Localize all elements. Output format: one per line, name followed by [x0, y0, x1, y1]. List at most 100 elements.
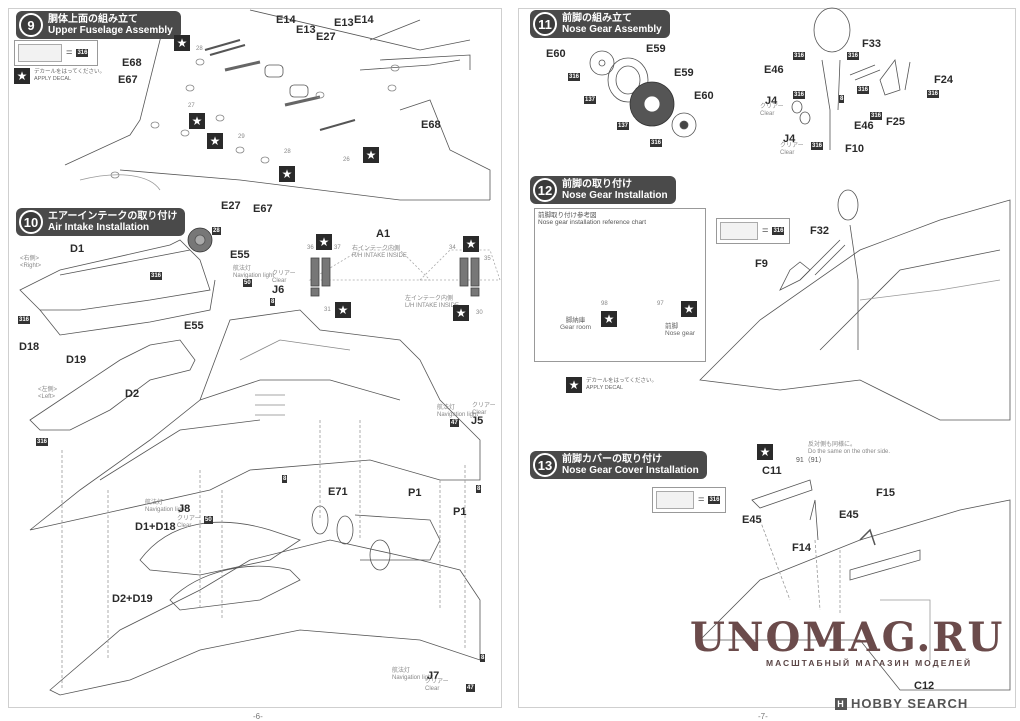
part-label: E27 [221, 200, 241, 212]
color-reference-box: = 316 [652, 487, 726, 513]
step-number: 10 [19, 210, 43, 234]
page-number: -6- [253, 712, 263, 721]
color-reference-box: = 316 [716, 218, 790, 244]
decal-number: 34 [449, 245, 456, 251]
step-9-header: 9 胴体上面の組み立て Upper Fuselage Assembly [16, 11, 181, 39]
color-code: 137 [617, 122, 630, 130]
legend-en: APPLY DECAL [34, 76, 72, 82]
step-title-jp: 前脚の組み立て [562, 13, 632, 24]
color-code: 316 [847, 52, 860, 60]
color-code: 316 [870, 112, 883, 120]
decal-number: 98 [601, 301, 608, 307]
star-decal-icon: ★ [174, 35, 190, 51]
part-label: E27 [316, 31, 336, 43]
step-title-en: Air Intake Installation [48, 222, 150, 233]
color-code: 316 [708, 496, 721, 504]
part-label-d1-d18: D1+D18 [135, 521, 176, 533]
step-title-en: Nose Gear Cover Installation [562, 465, 699, 476]
decal-number: 30 [476, 310, 483, 316]
decal-number: 91（91） [796, 457, 826, 464]
part-label-f25: F25 [886, 116, 905, 128]
part-label-e45: E45 [839, 509, 859, 521]
part-label-j8: J8 [178, 503, 191, 515]
part-label-f33: F33 [862, 38, 881, 50]
color-code: 47 [466, 684, 475, 692]
hobby-search-logo-icon: H [835, 697, 847, 710]
part-label-e55: E55 [230, 249, 250, 261]
decal-legend: ★ デカールをはってください。 APPLY DECAL [14, 68, 105, 84]
part-label-e71: E71 [328, 486, 348, 498]
legend-en: APPLY DECAL [586, 385, 624, 391]
color-code: 316 [18, 316, 31, 324]
step-number: 13 [533, 453, 557, 477]
color-code: 316 [857, 86, 870, 94]
part-label-p1: P1 [453, 506, 467, 518]
part-label-e60: E60 [694, 90, 714, 102]
part-label-j4: J4 [783, 133, 796, 145]
step-12-header: 12 前脚の取り付け Nose Gear Installation [530, 176, 676, 204]
watermark-hobby-search: H HOBBY SEARCH [835, 696, 968, 711]
part-label-p1: P1 [408, 487, 422, 499]
color-code: 8 [282, 475, 288, 483]
step-number: 12 [533, 178, 557, 202]
equals-sign: = [762, 225, 769, 237]
part-label-e46: E46 [764, 64, 784, 76]
part-label: E68 [421, 119, 441, 131]
star-decal-icon: ★ [279, 166, 295, 182]
color-code: 316 [150, 272, 163, 280]
star-decal-icon: ★ [316, 234, 332, 250]
side-label-left: <左側><Left> [38, 387, 58, 400]
side-label-right: <右側><Right> [20, 256, 42, 269]
decal-number: 28 [284, 149, 291, 155]
decal-number: 28 [196, 46, 203, 52]
part-label: E13 [334, 17, 354, 29]
part-label-e46: E46 [854, 120, 874, 132]
step-10-header: 10 エアーインテークの取り付け Air Intake Installation [16, 208, 186, 236]
part-label-d2-d19: D2+D19 [112, 593, 153, 605]
color-code: 316 [36, 438, 49, 446]
color-code: 50 [204, 516, 213, 524]
decal-number: 37 [334, 245, 341, 251]
part-label-d19: D19 [66, 354, 87, 366]
color-code: 316 [811, 142, 824, 150]
part-label-f10: F10 [845, 143, 864, 155]
color-code: 316 [568, 73, 581, 81]
step-title-en: Upper Fuselage Assembly [48, 25, 173, 36]
part-label-e59: E59 [646, 43, 666, 55]
star-decal-icon: ★ [566, 377, 582, 393]
decal-legend: ★ デカールをはってください。 APPLY DECAL [566, 377, 657, 393]
step-13-header: 13 前脚カバーの取り付け Nose Gear Cover Installati… [530, 451, 707, 479]
color-code: 316 [76, 49, 89, 57]
part-label-f9: F9 [755, 258, 768, 270]
star-decal-icon: ★ [601, 311, 617, 327]
hobby-search-text: HOBBY SEARCH [851, 696, 969, 711]
part-label-e59: E59 [674, 67, 694, 79]
part-label-e55: E55 [184, 320, 204, 332]
color-code: 8 [270, 298, 276, 306]
decal-number: 36 [307, 245, 314, 251]
part-label-f32: F32 [810, 225, 829, 237]
color-code: 316 [650, 139, 663, 147]
color-code: 316 [927, 90, 940, 98]
part-label: A1 [376, 228, 391, 240]
star-decal-icon: ★ [453, 305, 469, 321]
page-number: -7- [758, 712, 768, 721]
star-decal-icon: ★ [207, 133, 223, 149]
decal-number: 29 [238, 134, 245, 140]
color-code: 316 [793, 91, 806, 99]
part-label-e45: E45 [742, 514, 762, 526]
part-label-j4: J4 [765, 95, 778, 107]
decal-number: 27 [188, 103, 195, 109]
fuselage-edge-left [64, 19, 166, 166]
color-code: 8 [476, 485, 482, 493]
